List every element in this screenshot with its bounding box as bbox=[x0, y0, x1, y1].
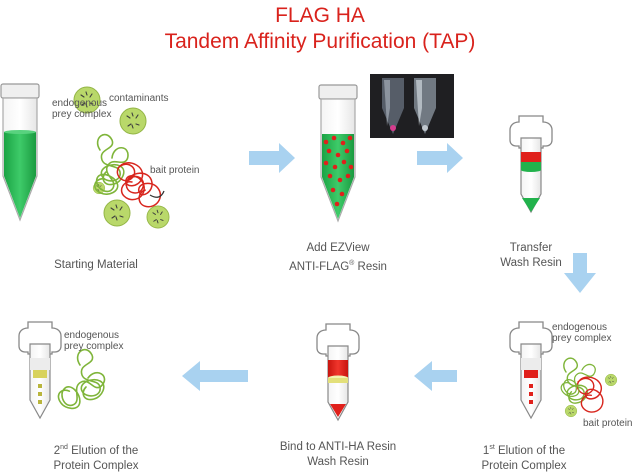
label-prey-complex-text-2: prey complex bbox=[552, 333, 612, 344]
eluted-complex-1 bbox=[556, 357, 618, 418]
caption-bind-ha: Bind to ANTI-HA Resin Wash Resin bbox=[258, 440, 418, 470]
label-prey-complex-text-1: prey complex bbox=[52, 109, 112, 120]
caption-elution-1-sup: st bbox=[489, 444, 495, 451]
caption-elution-1-line1: Elution of the bbox=[494, 444, 566, 457]
label-endogenous-prey-2: endogenous prey complex bbox=[552, 322, 611, 344]
label-bait-protein-1: bait protein bbox=[150, 165, 200, 176]
label-endogenous-prey-3: endogenous prey complex bbox=[64, 330, 123, 352]
caption-add-resin-line1: Add EZView bbox=[306, 242, 370, 254]
caption-transfer-line2: Wash Resin bbox=[500, 257, 562, 269]
caption-bind-ha-line1: Bind to ANTI-HA Resin bbox=[279, 441, 397, 453]
caption-add-resin: Add EZView ANTI-FLAG® Resin bbox=[258, 241, 418, 275]
caption-elution-2-line1: Elution of the bbox=[67, 444, 139, 457]
caption-transfer: Transfer Wash Resin bbox=[451, 241, 611, 271]
label-bait-protein-2: bait protein bbox=[583, 418, 633, 429]
arrow-step3-to-4 bbox=[564, 253, 596, 293]
spin-column-elution-1 bbox=[509, 321, 553, 419]
caption-bind-ha-line2: Wash Resin bbox=[307, 456, 369, 468]
spin-column-ha-resin bbox=[316, 323, 360, 421]
label-endogenous-text-1: endogenous bbox=[52, 98, 108, 109]
label-endogenous-text-3: endogenous bbox=[64, 330, 120, 341]
eluted-complex-2 bbox=[53, 348, 112, 413]
registered-mark: ® bbox=[349, 260, 355, 267]
bait-protein-chain bbox=[116, 162, 166, 214]
arrow-step4-to-5 bbox=[414, 361, 457, 391]
tube-starting-material bbox=[0, 83, 40, 222]
title-line-1: FLAG HA bbox=[275, 4, 365, 27]
title-line-2: Tandem Affinity Purification (TAP) bbox=[164, 30, 476, 53]
caption-add-resin-line2: ANTI-FLAG bbox=[289, 260, 350, 273]
caption-elution-1-line2: Protein Complex bbox=[481, 459, 567, 472]
arrow-step1-to-2 bbox=[249, 143, 295, 173]
caption-transfer-line1: Transfer bbox=[509, 242, 553, 254]
label-contaminants: contaminants bbox=[109, 93, 169, 104]
caption-starting-material: Starting Material bbox=[54, 259, 138, 271]
caption-elution-2-sup: nd bbox=[60, 444, 68, 451]
resin-photo bbox=[370, 74, 454, 138]
arrow-step2-to-3 bbox=[417, 143, 463, 173]
caption-elution-1-num: 1 bbox=[482, 444, 490, 457]
caption-add-resin-line3: Resin bbox=[354, 260, 387, 273]
label-prey-complex-text-3: prey complex bbox=[64, 341, 124, 352]
label-endogenous-text-2: endogenous bbox=[552, 322, 608, 333]
tube-flag-resin bbox=[318, 84, 358, 223]
spin-column-elution-2 bbox=[18, 321, 62, 419]
caption-elution-2-line2: Protein Complex bbox=[53, 459, 139, 472]
spin-column-transfer bbox=[509, 115, 553, 213]
arrow-step5-to-6 bbox=[182, 361, 248, 391]
label-endogenous-prey-1: endogenous prey complex bbox=[52, 98, 111, 120]
caption-elution-2-num: 2 bbox=[53, 444, 61, 457]
